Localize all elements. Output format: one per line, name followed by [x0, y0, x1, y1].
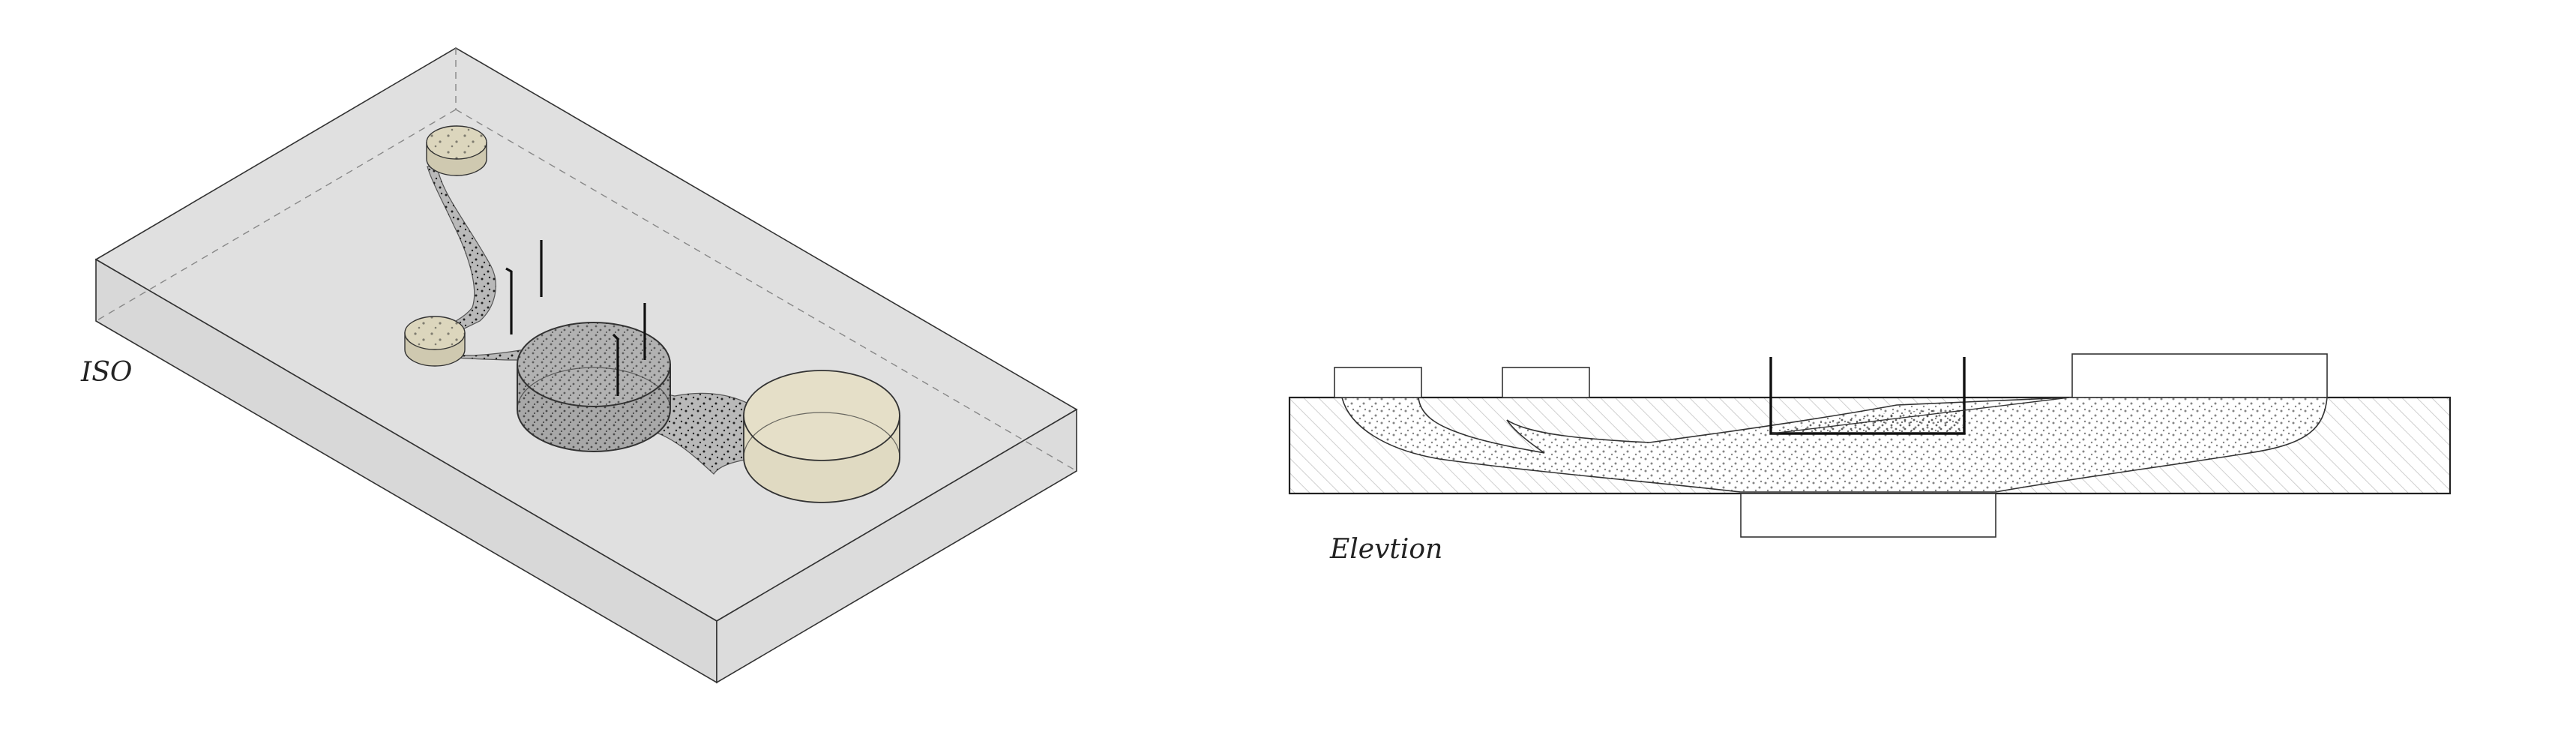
iso-block-side-right: [716, 408, 1077, 684]
elev-channel-dots: [1342, 398, 2327, 492]
iso-chamber: [517, 322, 671, 452]
elev-chamber-well: [1769, 357, 1966, 435]
elev-bottom-plate: [1740, 493, 1996, 538]
elevation-label: Elevtion: [1330, 534, 1443, 565]
elev-chamber-edge: [1772, 397, 2070, 434]
elevation-view: [1288, 353, 2452, 538]
iso-outlet-pad: [743, 370, 900, 503]
iso-view: [94, 47, 1078, 684]
iso-hidden-edges: [95, 48, 1077, 472]
iso-electrodes: [505, 240, 646, 396]
elev-outlet-pad: [2071, 353, 2328, 398]
iso-label: ISO: [81, 357, 133, 388]
elev-inlet-2: [1502, 367, 1590, 398]
iso-inlet-pad-top: [426, 125, 487, 176]
elev-inlet-1: [1334, 367, 1422, 398]
iso-inlet-pad-left: [404, 316, 466, 367]
